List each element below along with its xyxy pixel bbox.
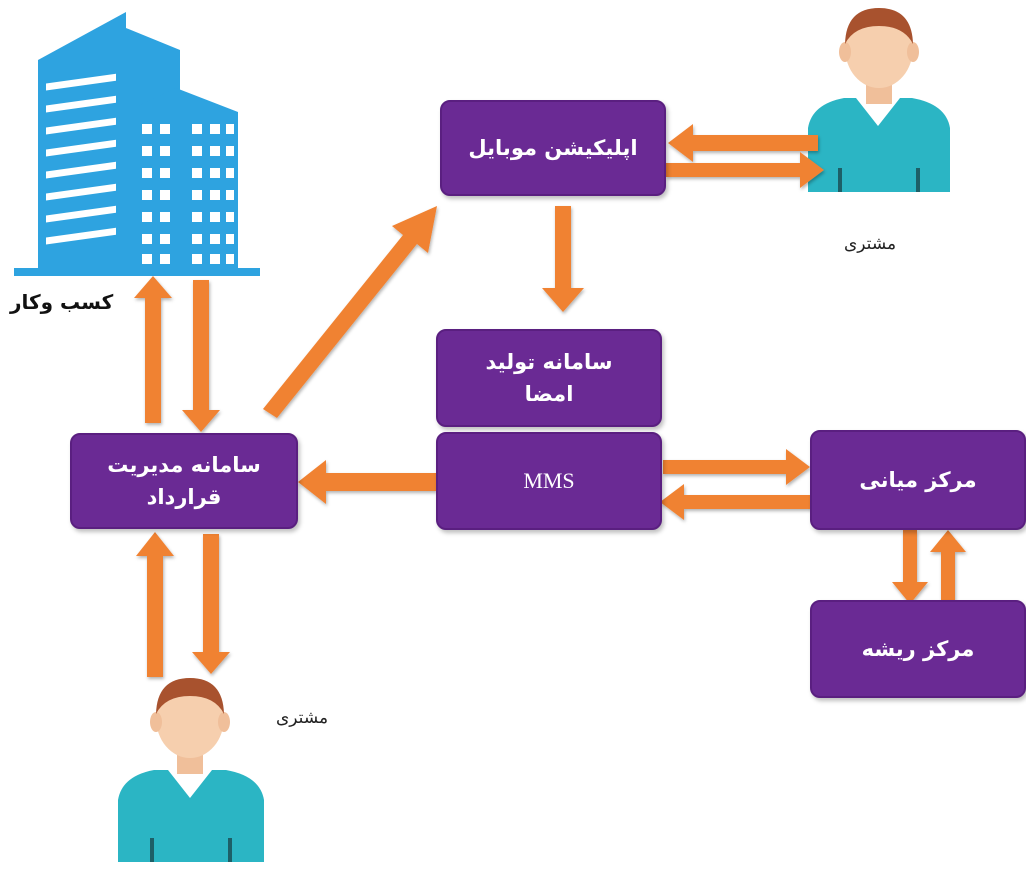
arrow xyxy=(542,206,584,312)
arrow xyxy=(660,484,812,520)
customer-label-bottom: مشتری xyxy=(276,708,329,728)
signature-system-label-line2: امضا xyxy=(524,382,574,406)
arrow xyxy=(182,280,220,432)
contract-management-box: سامانه مدیریت قرارداد xyxy=(70,433,298,529)
arrow xyxy=(192,534,230,674)
mms-box: MMS xyxy=(436,432,662,530)
arrow xyxy=(892,530,928,604)
mobile-app-label: اپلیکیشن موبایل xyxy=(468,136,638,160)
arrow xyxy=(134,276,172,423)
customer-label-top: مشتری xyxy=(844,234,897,254)
arrow xyxy=(136,532,174,677)
signature-system-label-line1: سامانه تولید xyxy=(485,350,613,374)
signature-system-box: سامانه تولید امضا xyxy=(436,329,662,427)
root-center-label: مرکز ریشه xyxy=(861,637,975,661)
arrow xyxy=(930,530,966,600)
business-label: کسب وکار xyxy=(10,290,114,314)
arrow xyxy=(298,460,436,504)
arrow xyxy=(666,152,824,188)
intermediate-center-box: مرکز میانی xyxy=(810,430,1026,530)
mobile-app-box: اپلیکیشن موبایل xyxy=(440,100,666,196)
mms-label: MMS xyxy=(523,468,575,493)
arrow xyxy=(263,206,437,418)
customer-icon xyxy=(118,678,264,862)
customer-icon xyxy=(808,8,950,192)
contract-management-label-line1: سامانه مدیریت xyxy=(107,453,261,477)
root-center-box: مرکز ریشه xyxy=(810,600,1026,698)
contract-management-label-line2: قرارداد xyxy=(146,485,222,509)
intermediate-center-label: مرکز میانی xyxy=(859,468,977,492)
arrow xyxy=(668,124,818,162)
building-icon xyxy=(14,12,260,276)
arrow xyxy=(663,449,810,485)
